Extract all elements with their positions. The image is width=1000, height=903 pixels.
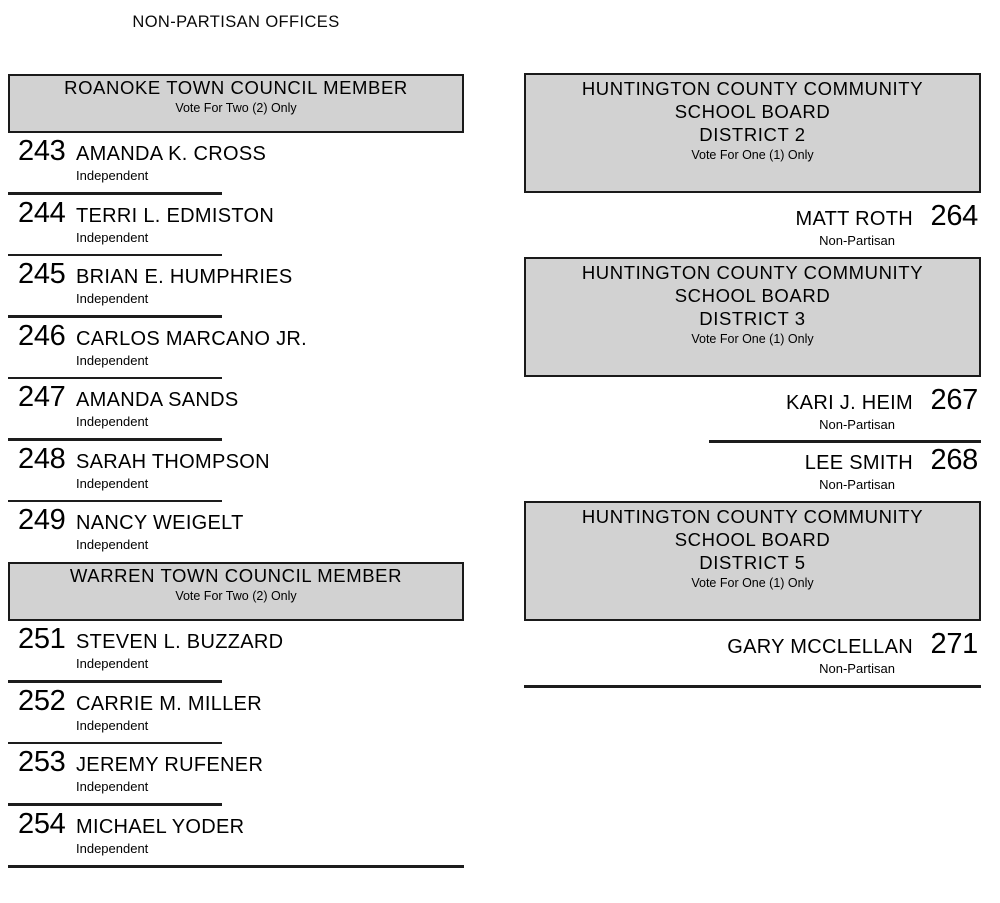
candidate-row-247[interactable]: 247 AMANDA SANDS Independent bbox=[8, 383, 464, 441]
contest-title-line: SCHOOL BOARD bbox=[674, 285, 831, 306]
candidate-row-264[interactable]: MATT ROTH Non-Partisan 264 bbox=[524, 200, 981, 249]
candidate-number: 271 bbox=[930, 627, 979, 660]
candidate-party: Independent bbox=[76, 656, 149, 671]
candidate-name: CARLOS MARCANO JR. bbox=[76, 327, 307, 350]
separator-line bbox=[8, 192, 222, 195]
contest-header-school-board-district-3: HUNTINGTON COUNTY COMMUNITY SCHOOL BOARD… bbox=[524, 257, 981, 377]
separator-line bbox=[8, 680, 222, 683]
candidate-party: Independent bbox=[76, 779, 149, 794]
contest-title-line: DISTRICT 2 bbox=[699, 124, 806, 145]
candidate-number: 245 bbox=[18, 258, 66, 290]
candidate-number: 268 bbox=[930, 443, 979, 476]
candidate-name: CARRIE M. MILLER bbox=[76, 692, 262, 715]
contest-title-line: HUNTINGTON COUNTY COMMUNITY bbox=[581, 505, 924, 527]
candidate-number: 247 bbox=[18, 381, 66, 413]
candidate-number: 249 bbox=[18, 504, 66, 536]
candidate-name: SARAH THOMPSON bbox=[76, 450, 270, 473]
candidate-row-243[interactable]: 243 AMANDA K. CROSS Independent bbox=[8, 137, 464, 195]
contest-instruction: Vote For Two (2) Only bbox=[175, 101, 297, 115]
candidate-name: AMANDA SANDS bbox=[76, 389, 239, 411]
candidate-name: MICHAEL YODER bbox=[76, 815, 245, 838]
candidate-number: 252 bbox=[18, 684, 66, 717]
candidate-name: NANCY WEIGELT bbox=[76, 512, 244, 534]
contest-instruction: Vote For One (1) Only bbox=[691, 575, 814, 590]
candidate-name: BRIAN E. HUMPHRIES bbox=[76, 266, 293, 288]
candidate-name: JEREMY RUFENER bbox=[76, 754, 264, 776]
candidate-party: Non-Partisan bbox=[819, 233, 895, 248]
contest-title-line: SCHOOL BOARD bbox=[674, 528, 831, 550]
candidate-party: Independent bbox=[76, 291, 149, 306]
candidate-number: 244 bbox=[18, 196, 66, 229]
column-end-line bbox=[524, 684, 981, 688]
candidate-party: Independent bbox=[76, 840, 149, 856]
separator-line bbox=[8, 376, 222, 379]
candidate-row-249[interactable]: 249 NANCY WEIGELT Independent bbox=[8, 504, 464, 553]
candidate-row-244[interactable]: 244 TERRI L. EDMISTON Independent bbox=[8, 196, 464, 256]
candidate-row-271[interactable]: GARY MCCLELLAN Non-Partisan 271 bbox=[524, 627, 981, 688]
candidate-party: Independent bbox=[76, 537, 149, 552]
candidate-name: STEVEN L. BUZZARD bbox=[76, 631, 284, 653]
candidate-name: TERRI L. EDMISTON bbox=[76, 204, 275, 227]
candidate-row-254[interactable]: 254 MICHAEL YODER Independent bbox=[8, 807, 464, 868]
candidate-name: MATT ROTH bbox=[795, 208, 913, 230]
candidate-party: Independent bbox=[76, 352, 149, 368]
candidate-party: Independent bbox=[76, 168, 149, 183]
candidate-number: 246 bbox=[18, 319, 66, 352]
candidate-number: 253 bbox=[18, 746, 66, 778]
contest-title-line: DISTRICT 3 bbox=[699, 308, 806, 329]
contest-title: ROANOKE TOWN COUNCIL MEMBER bbox=[64, 77, 408, 98]
candidate-party: Independent bbox=[76, 717, 149, 733]
candidate-party: Non-Partisan bbox=[819, 660, 895, 676]
candidate-row-251[interactable]: 251 STEVEN L. BUZZARD Independent bbox=[8, 625, 464, 683]
candidate-name: AMANDA K. CROSS bbox=[76, 143, 267, 165]
candidate-row-268[interactable]: LEE SMITH Non-Partisan 268 bbox=[524, 443, 981, 492]
contest-header-warren-town-council: WARREN TOWN COUNCIL MEMBER Vote For Two … bbox=[8, 562, 464, 621]
contest-instruction: Vote For Two (2) Only bbox=[175, 589, 297, 603]
separator-line bbox=[8, 253, 222, 256]
candidate-row-248[interactable]: 248 SARAH THOMPSON Independent bbox=[8, 442, 464, 502]
candidate-name: LEE SMITH bbox=[804, 451, 913, 474]
contest-header-school-board-district-2: HUNTINGTON COUNTY COMMUNITY SCHOOL BOARD… bbox=[524, 73, 981, 193]
separator-line bbox=[8, 499, 222, 502]
candidate-party: Independent bbox=[76, 414, 149, 429]
separator-line bbox=[8, 803, 222, 806]
contest-title-line: DISTRICT 5 bbox=[699, 551, 806, 573]
separator-line bbox=[8, 741, 222, 744]
contest-header-school-board-district-5: HUNTINGTON COUNTY COMMUNITY SCHOOL BOARD… bbox=[524, 500, 981, 621]
page-heading: NON-PARTISAN OFFICES bbox=[132, 13, 340, 31]
ballot-column-right: HUNTINGTON COUNTY COMMUNITY SCHOOL BOARD… bbox=[524, 73, 981, 688]
candidate-party: Independent bbox=[76, 229, 149, 245]
candidate-number: 251 bbox=[18, 623, 66, 655]
column-end-line bbox=[8, 864, 464, 868]
contest-header-roanoke-town-council: ROANOKE TOWN COUNCIL MEMBER Vote For Two… bbox=[8, 74, 464, 133]
candidate-party: Non-Partisan bbox=[819, 417, 895, 432]
candidate-number: 248 bbox=[18, 442, 66, 475]
contest-title-line: HUNTINGTON COUNTY COMMUNITY bbox=[581, 262, 924, 283]
contest-title-line: HUNTINGTON COUNTY COMMUNITY bbox=[581, 78, 924, 99]
candidate-number: 267 bbox=[930, 384, 979, 416]
contest-instruction: Vote For One (1) Only bbox=[691, 148, 814, 162]
candidate-party: Non-Partisan bbox=[819, 476, 895, 492]
separator-line bbox=[8, 315, 222, 318]
candidate-row-253[interactable]: 253 JEREMY RUFENER Independent bbox=[8, 748, 464, 806]
candidate-row-246[interactable]: 246 CARLOS MARCANO JR. Independent bbox=[8, 319, 464, 379]
candidate-row-267[interactable]: KARI J. HEIM Non-Partisan 267 bbox=[524, 386, 981, 443]
separator-line bbox=[709, 440, 981, 443]
contest-title-line: SCHOOL BOARD bbox=[674, 101, 831, 122]
candidate-row-245[interactable]: 245 BRIAN E. HUMPHRIES Independent bbox=[8, 260, 464, 318]
candidate-number: 254 bbox=[18, 807, 66, 840]
candidate-name: GARY MCCLELLAN bbox=[727, 635, 913, 658]
candidate-number: 264 bbox=[930, 200, 979, 232]
candidate-name: KARI J. HEIM bbox=[786, 392, 913, 414]
candidate-number: 243 bbox=[18, 135, 66, 167]
candidate-party: Independent bbox=[76, 475, 149, 491]
candidate-row-252[interactable]: 252 CARRIE M. MILLER Independent bbox=[8, 684, 464, 744]
ballot-column-left: ROANOKE TOWN COUNCIL MEMBER Vote For Two… bbox=[8, 74, 464, 868]
separator-line bbox=[8, 438, 222, 441]
contest-title: WARREN TOWN COUNCIL MEMBER bbox=[69, 565, 403, 586]
contest-instruction: Vote For One (1) Only bbox=[691, 332, 814, 346]
